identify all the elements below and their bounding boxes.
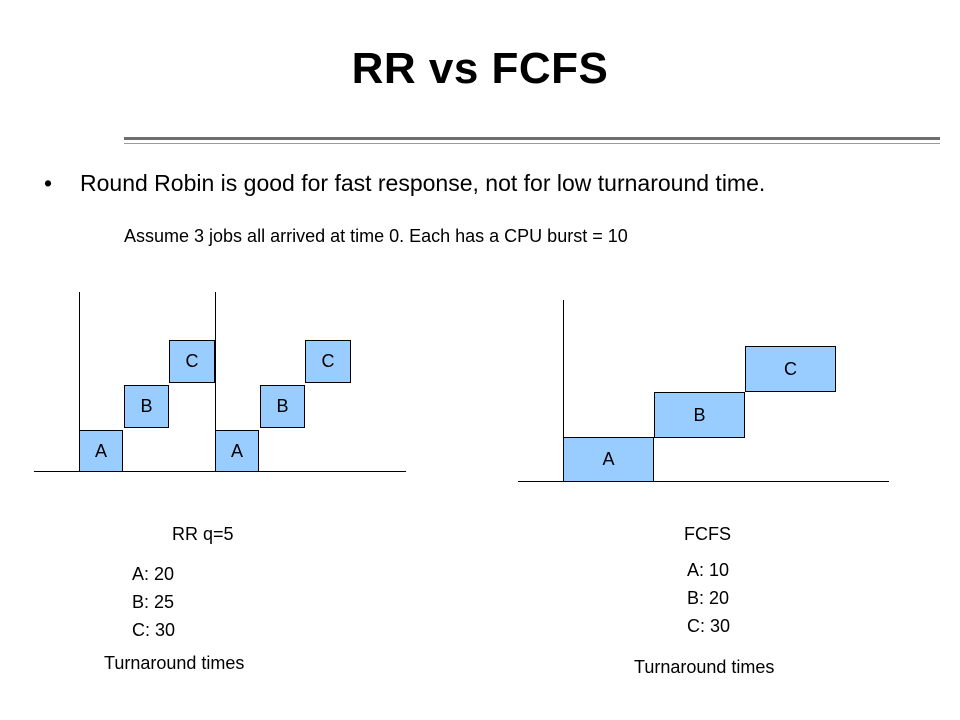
fcfs-caption: FCFS xyxy=(684,524,731,544)
fcfs-block-b: B xyxy=(654,392,745,438)
fcfs-block-a: A xyxy=(563,437,654,482)
rr-footer: Turnaround times xyxy=(104,653,245,673)
rr-block-b1-label: B xyxy=(140,396,153,416)
rr-block-a1: A xyxy=(79,430,123,472)
fcfs-block-c-label: C xyxy=(784,358,797,379)
fcfs-footer: Turnaround times xyxy=(634,657,775,677)
title-divider xyxy=(124,137,940,140)
fcfs-results: A: 10 B: 20 C: 30 xyxy=(687,556,730,640)
rr-block-a2-label: A xyxy=(230,440,243,461)
rr-result-b: B: 25 xyxy=(132,592,175,612)
rr-block-a2: A xyxy=(215,430,259,472)
rr-block-c1: C xyxy=(169,340,215,383)
rr-y-axis xyxy=(79,292,80,472)
bullet-point: • Round Robin is good for fast response, … xyxy=(44,170,765,197)
fcfs-block-b-label: B xyxy=(693,404,706,425)
rr-caption: RR q=5 xyxy=(172,524,234,544)
rr-block-b2-label: B xyxy=(276,396,289,416)
rr-block-c2: C xyxy=(305,340,351,383)
fcfs-x-axis xyxy=(518,481,889,482)
fcfs-block-a-label: A xyxy=(602,449,615,469)
rr-results: A: 20 B: 25 C: 30 xyxy=(132,560,175,644)
rr-block-b2: B xyxy=(260,385,305,428)
fcfs-result-c: C: 30 xyxy=(687,616,731,636)
title-divider-thin xyxy=(124,143,940,144)
fcfs-block-c: C xyxy=(745,346,836,392)
bullet-marker: • xyxy=(44,170,53,196)
bullet-text: Round Robin is good for fast response, n… xyxy=(80,170,766,196)
rr-result-a: A: 20 xyxy=(132,564,175,584)
fcfs-y-axis xyxy=(563,300,564,482)
assumption-note: Assume 3 jobs all arrived at time 0. Eac… xyxy=(124,226,628,246)
rr-block-c1-label: C xyxy=(185,351,199,371)
rr-block-c2-label: C xyxy=(321,351,335,371)
slide-title: RR vs FCFS xyxy=(351,44,609,93)
rr-block-b1: B xyxy=(124,385,169,428)
rr-result-c: C: 30 xyxy=(132,620,176,640)
fcfs-result-b: B: 20 xyxy=(687,588,730,608)
rr-block-a1-label: A xyxy=(94,440,107,461)
fcfs-result-a: A: 10 xyxy=(687,560,730,580)
rr-divider-line xyxy=(215,292,216,472)
